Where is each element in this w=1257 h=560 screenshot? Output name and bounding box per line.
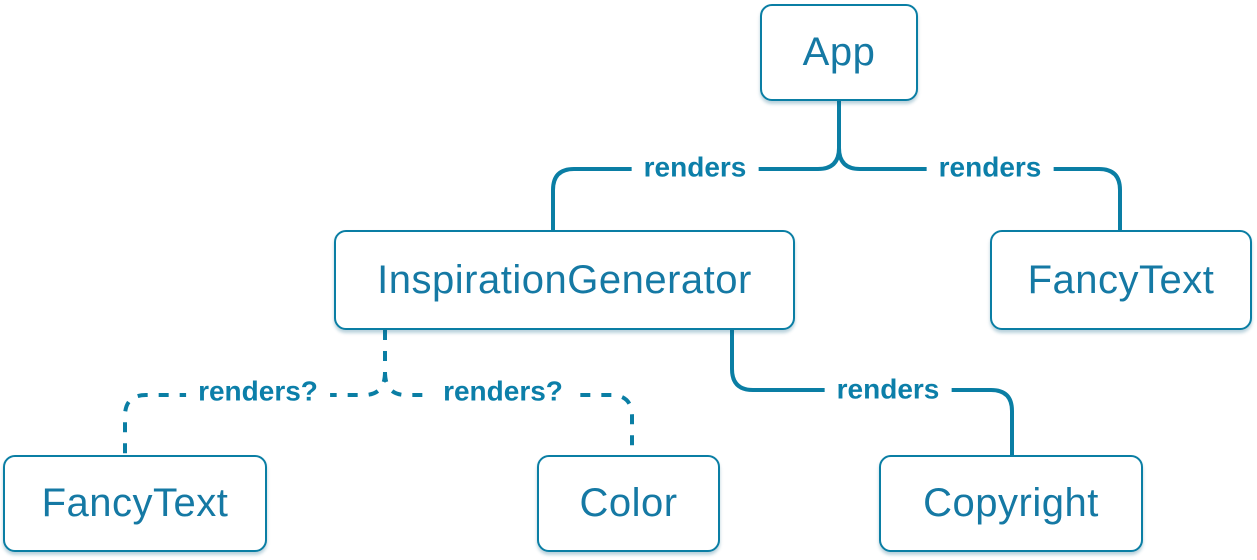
edge-label-renders-question-right: renders? (431, 376, 575, 408)
node-color-label: Color (579, 481, 678, 525)
node-fancy-text-bottom-label: FancyText (41, 481, 229, 525)
node-fancy-text-top-label: FancyText (1027, 257, 1215, 302)
node-fancy-text-bottom: FancyText (3, 455, 267, 552)
edge-inspirationgenerator-fancytext-dashed (123, 371, 387, 456)
node-inspiration-generator-label: InspirationGenerator (377, 257, 752, 302)
node-inspiration-generator: InspirationGenerator (334, 230, 795, 330)
edge-label-renders-right: renders (926, 152, 1054, 184)
edge-label-renders-question-left: renders? (186, 376, 330, 408)
node-copyright: Copyright (879, 455, 1143, 552)
edge-label-renders-bottom: renders (824, 374, 952, 406)
node-copyright-label: Copyright (923, 481, 1099, 525)
edge-label-renders-left: renders (631, 152, 759, 184)
node-app-label: App (802, 30, 876, 74)
node-fancy-text-top: FancyText (990, 230, 1252, 330)
node-color: Color (537, 455, 720, 552)
node-app: App (760, 4, 918, 101)
edge-inspirationgenerator-color-dashed (383, 371, 634, 456)
